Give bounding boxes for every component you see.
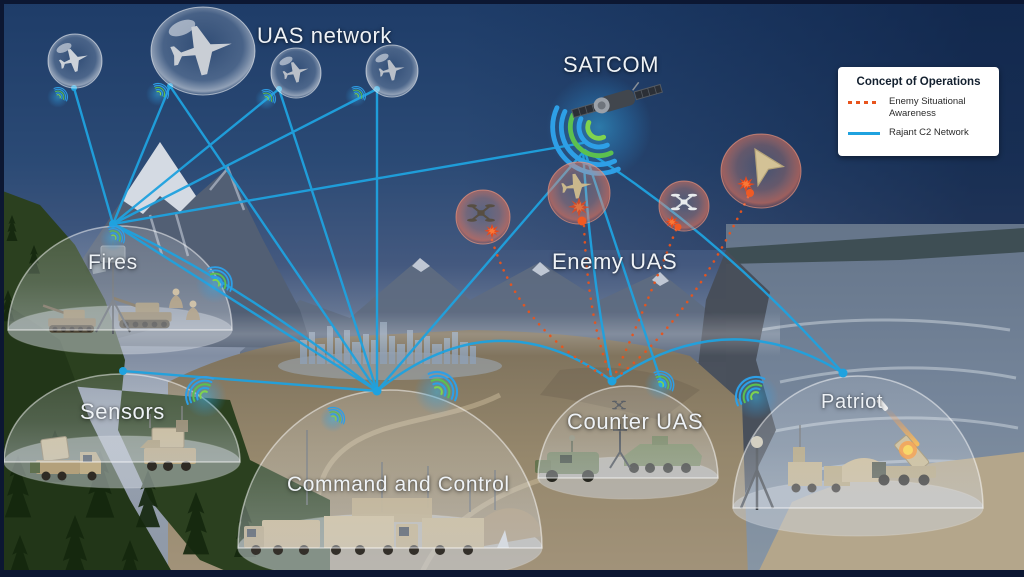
enemy-uas-group: [455, 133, 802, 245]
wifi-signal-icon: [254, 87, 278, 111]
enemy-pin-dot: [577, 216, 587, 226]
enemy-uas-bubble: [455, 189, 511, 245]
c2-link-line: [121, 369, 379, 393]
surf-lines: [759, 318, 1021, 474]
label-patriot: Patriot: [821, 391, 884, 413]
enemy-dotted-line: [614, 195, 750, 380]
patriot-dome: [732, 375, 984, 537]
enemy-dotted-line: [612, 228, 678, 379]
wifi-signal-icon: [319, 405, 347, 433]
legend-title: Concept of Operations: [856, 76, 981, 88]
wifi-signal-icon: [46, 85, 70, 109]
snow-cap: [122, 142, 196, 214]
enemy-pin-dot: [746, 189, 754, 197]
legend-swatch-enemy: [848, 101, 880, 104]
distant-shore: [726, 228, 1024, 264]
wifi-signal-icon: [99, 224, 127, 252]
command-control-dome: [237, 389, 543, 577]
satcom-group: [546, 74, 663, 180]
delta-drone-icon: [754, 147, 786, 188]
enemy-pin-dot: [674, 223, 682, 231]
label-counter-uas: Counter UAS: [567, 409, 704, 434]
uas-network-group: [47, 6, 419, 99]
legend-box: Concept of Operations Enemy Situational …: [838, 67, 999, 156]
wifi-signal-icon: [413, 368, 461, 416]
enemy-uas-bubble: [547, 161, 611, 226]
legend-item-enemy: Enemy Situational Awareness: [848, 96, 989, 120]
c2-link-line: [111, 87, 379, 226]
label-sensors: Sensors: [80, 399, 165, 424]
c2-link-line: [111, 141, 585, 226]
wifi-signal-icon: [732, 373, 780, 421]
sensors-dome: [3, 373, 241, 489]
uas-bubble-large: [150, 6, 256, 96]
wifi-signal-icon: [194, 263, 236, 305]
legend-item-label: Enemy Situational Awareness: [889, 96, 966, 119]
legend-item-label: Rajant C2 Network: [889, 126, 969, 138]
wifi-signal-icon: [643, 368, 677, 402]
uas-bubble: [47, 33, 103, 89]
enemy-uas-bubble: [658, 180, 710, 232]
label-command-and-control: Command and Control: [287, 473, 510, 496]
fires-dome: [7, 225, 233, 355]
uas-bubble: [270, 47, 322, 99]
c2-link-line: [72, 86, 115, 226]
label-fires: Fires: [88, 251, 138, 274]
enemy-dotted-line: [490, 238, 610, 380]
uas-bubble: [365, 44, 419, 98]
snow-caps-far: [412, 258, 669, 286]
c2-link-line: [277, 87, 379, 393]
label-enemy-uas: Enemy UAS: [552, 249, 678, 274]
wifi-signal-icon: [344, 84, 368, 108]
satcom-beam-icon: [546, 74, 652, 180]
wifi-signal-icon: [182, 373, 228, 419]
enemy-uas-bubble: [720, 133, 802, 209]
c2-link-line: [111, 222, 379, 393]
c2-link-arc: [610, 338, 845, 383]
label-uas-network: UAS network: [257, 23, 392, 48]
wifi-signal-icon: [145, 81, 171, 107]
counter-uas-dome: [535, 385, 719, 500]
c2-link-line: [111, 87, 281, 226]
satellite-icon: [571, 81, 663, 119]
legend-swatch-rajant: [848, 131, 880, 135]
c2-link-line: [111, 84, 172, 226]
c2-link-line: [168, 84, 379, 393]
legend-item-rajant: Rajant C2 Network: [848, 127, 989, 139]
rajant-c2-network-lines: [72, 84, 845, 393]
enemy-awareness-lines: [490, 195, 750, 380]
c2-link-arc: [111, 222, 379, 393]
label-satcom: SATCOM: [563, 52, 660, 77]
